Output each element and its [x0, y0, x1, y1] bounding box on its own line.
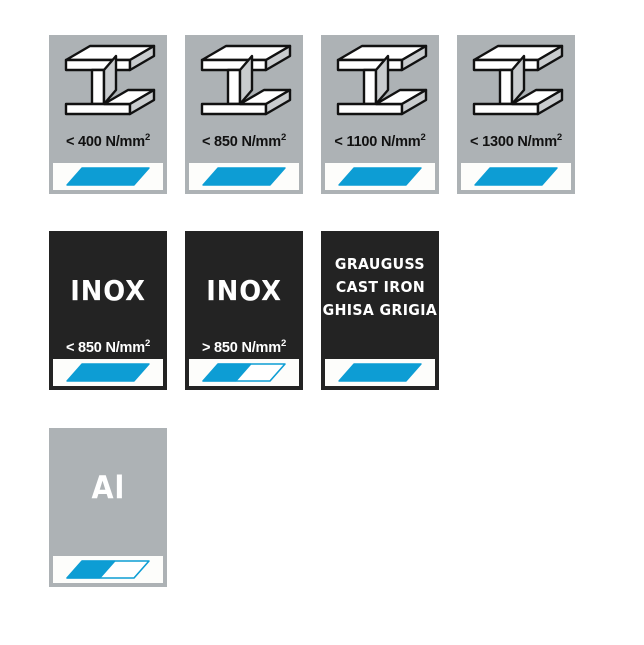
- parallelogram-full-icon: [338, 167, 422, 186]
- cast-iron-line-de: GRAUGUSS: [334, 255, 426, 273]
- card-body: < 1100 N/mm2: [321, 35, 439, 163]
- i-beam-icon: [185, 35, 303, 135]
- strength-label: < 400 N/mm2: [65, 132, 151, 150]
- parallelogram-half-icon: [202, 363, 286, 382]
- card-inox-over-850[interactable]: INOX > 850 N/mm2: [185, 231, 303, 390]
- fill-indicator-strip: [457, 163, 575, 194]
- card-body: INOX > 850 N/mm2: [185, 231, 303, 359]
- card-steel-1100[interactable]: < 1100 N/mm2: [321, 35, 439, 194]
- cast-iron-line-en: CAST IRON: [335, 278, 425, 296]
- parallelogram-half-icon: [66, 560, 150, 579]
- card-steel-850[interactable]: < 850 N/mm2: [185, 35, 303, 194]
- aluminium-row: Al: [49, 428, 575, 587]
- strength-label: < 1300 N/mm2: [470, 132, 562, 150]
- steel-strength-row: < 400 N/mm2: [49, 35, 575, 194]
- card-body: < 1300 N/mm2: [457, 35, 575, 163]
- material-title: INOX: [206, 274, 282, 307]
- card-body: Al: [49, 428, 167, 556]
- i-beam-icon: [49, 35, 167, 135]
- material-title: INOX: [70, 274, 146, 307]
- fill-indicator-strip: [321, 359, 439, 390]
- i-beam-icon: [321, 35, 439, 135]
- cast-iron-line-it: GHISA GRIGIA: [322, 301, 438, 319]
- fill-indicator-strip: [49, 163, 167, 194]
- material-title-lines: GRAUGUSS CAST IRON GHISA GRIGIA: [321, 257, 439, 318]
- card-cast-iron[interactable]: GRAUGUSS CAST IRON GHISA GRIGIA: [321, 231, 439, 390]
- card-body: < 850 N/mm2: [185, 35, 303, 163]
- fill-indicator-strip: [185, 163, 303, 194]
- parallelogram-full-icon: [474, 167, 558, 186]
- fill-indicator-strip: [321, 163, 439, 194]
- material-legend-board: < 400 N/mm2: [49, 35, 575, 587]
- parallelogram-full-icon: [202, 167, 286, 186]
- card-body: GRAUGUSS CAST IRON GHISA GRIGIA: [321, 231, 439, 359]
- card-steel-400[interactable]: < 400 N/mm2: [49, 35, 167, 194]
- parallelogram-full-icon: [66, 167, 150, 186]
- strength-label: < 850 N/mm2: [65, 338, 151, 356]
- fill-indicator-strip: [185, 359, 303, 390]
- fill-indicator-strip: [49, 359, 167, 390]
- strength-label: < 1100 N/mm2: [334, 132, 426, 150]
- card-aluminium[interactable]: Al: [49, 428, 167, 587]
- i-beam-icon: [457, 35, 575, 135]
- strength-label: < 850 N/mm2: [201, 132, 287, 150]
- card-inox-under-850[interactable]: INOX < 850 N/mm2: [49, 231, 167, 390]
- material-title: Al: [91, 470, 125, 506]
- card-body: < 400 N/mm2: [49, 35, 167, 163]
- parallelogram-full-icon: [66, 363, 150, 382]
- parallelogram-full-icon: [338, 363, 422, 382]
- fill-indicator-strip: [49, 556, 167, 587]
- card-steel-1300[interactable]: < 1300 N/mm2: [457, 35, 575, 194]
- card-body: INOX < 850 N/mm2: [49, 231, 167, 359]
- strength-label: > 850 N/mm2: [201, 338, 287, 356]
- special-materials-row: INOX < 850 N/mm2 INOX > 850 N/mm2: [49, 231, 575, 390]
